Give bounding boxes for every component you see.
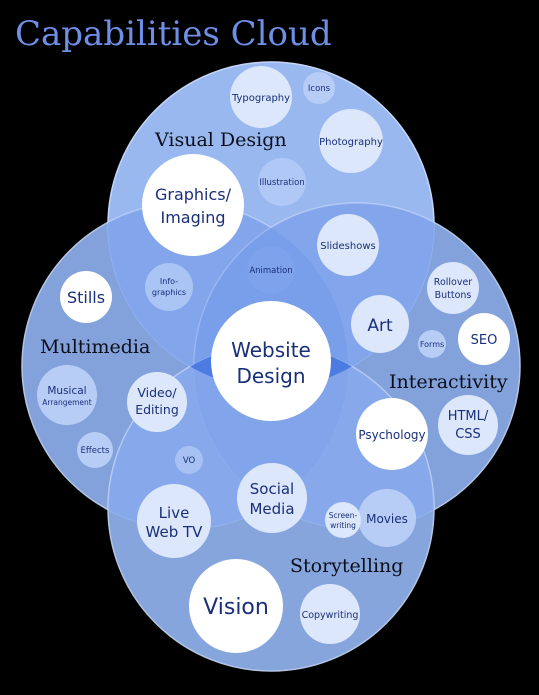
bubble-copywriting: Copywriting: [300, 584, 360, 644]
svg-text:Imaging: Imaging: [160, 208, 225, 227]
group-label-interactivity: Interactivity: [389, 371, 508, 393]
svg-text:Animation: Animation: [249, 266, 292, 276]
bubble-forms: Forms: [418, 330, 446, 358]
bubble-animation: Animation: [247, 246, 295, 294]
svg-text:Info-: Info-: [160, 277, 178, 286]
bubble-art: Art: [351, 295, 409, 353]
svg-text:Web TV: Web TV: [146, 523, 204, 541]
bubble-effects: Effects: [77, 432, 113, 468]
bubble-live-web-tv: Live Web TV: [137, 484, 211, 558]
bubble-illustration: Illustration: [258, 158, 306, 206]
svg-text:Buttons: Buttons: [435, 290, 472, 301]
svg-text:writing: writing: [330, 521, 356, 530]
bubble-screenwriting: Screen- writing: [325, 502, 361, 538]
center-bubble-website-design: Website Design: [211, 301, 331, 421]
group-label-storytelling: Storytelling: [290, 555, 403, 577]
svg-text:Photography: Photography: [319, 137, 383, 148]
svg-text:Stills: Stills: [67, 288, 105, 307]
bubble-stills: Stills: [60, 271, 112, 323]
svg-text:Slideshows: Slideshows: [320, 241, 375, 252]
svg-text:Art: Art: [367, 316, 393, 336]
svg-text:Forms: Forms: [420, 340, 444, 349]
svg-text:Effects: Effects: [81, 446, 110, 456]
svg-text:Live: Live: [159, 504, 190, 522]
svg-text:Media: Media: [249, 500, 294, 518]
svg-text:Copywriting: Copywriting: [302, 610, 359, 621]
bubble-video-editing: Video/ Editing: [127, 372, 187, 432]
bubble-vo: VO: [175, 446, 203, 474]
svg-text:Icons: Icons: [308, 84, 331, 94]
svg-text:Musical: Musical: [47, 385, 86, 397]
bubble-rollover-buttons: Rollover Buttons: [427, 262, 479, 314]
bubble-movies: Movies: [358, 489, 416, 547]
bubble-seo: SEO: [458, 313, 510, 365]
bubble-vision: Vision: [189, 559, 283, 653]
svg-text:HTML/: HTML/: [448, 409, 489, 424]
svg-text:CSS: CSS: [455, 427, 481, 442]
bubble-social-media: Social Media: [237, 463, 307, 533]
bubble-graphics-imaging: Graphics/ Imaging: [142, 154, 244, 256]
bubble-typography: Typography: [230, 66, 292, 128]
svg-text:Psychology: Psychology: [358, 428, 425, 442]
svg-text:Illustration: Illustration: [259, 178, 304, 188]
svg-text:SEO: SEO: [471, 333, 498, 348]
bubble-html-css: HTML/ CSS: [438, 395, 498, 455]
svg-text:VO: VO: [183, 456, 196, 466]
svg-text:Video/: Video/: [137, 385, 177, 400]
svg-text:Social: Social: [250, 480, 294, 498]
bubble-musical-arrangement: Musical Arrangement: [37, 365, 97, 425]
bubble-infographics: Info- graphics: [145, 263, 193, 311]
svg-text:Arrangement: Arrangement: [42, 398, 92, 407]
bubble-photography: Photography: [319, 109, 383, 173]
svg-text:Screen-: Screen-: [329, 511, 358, 520]
svg-text:Vision: Vision: [203, 595, 269, 620]
group-label-visual-design: Visual Design: [154, 129, 287, 151]
center-line-1: Website: [231, 338, 311, 362]
center-line-2: Design: [236, 364, 305, 388]
svg-text:Graphics/: Graphics/: [155, 185, 232, 204]
bubble-icons: Icons: [303, 72, 335, 104]
bubble-slideshows: Slideshows: [317, 214, 379, 276]
diagram-title: Capabilities Cloud: [15, 14, 332, 54]
bubble-psychology: Psychology: [356, 398, 428, 470]
svg-text:Movies: Movies: [366, 512, 408, 526]
svg-text:Rollover: Rollover: [434, 277, 473, 288]
svg-text:Typography: Typography: [231, 93, 290, 104]
svg-text:Editing: Editing: [135, 402, 179, 417]
group-label-multimedia: Multimedia: [40, 336, 150, 358]
svg-text:graphics: graphics: [152, 288, 186, 297]
